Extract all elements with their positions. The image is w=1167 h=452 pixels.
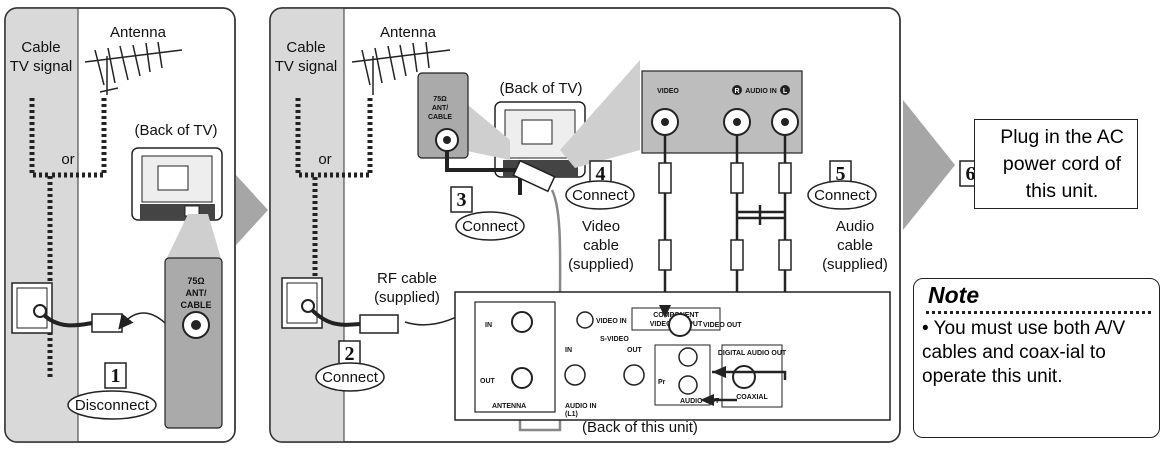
unit-in-label: IN [485,322,492,329]
step-3-number: 3 [457,189,467,211]
note-divider [926,311,1151,314]
step-3-action: Connect [462,218,519,235]
step-4-number: 4 [596,163,606,185]
step-6-text: Plug in the AC power cord of this unit. [1000,126,1124,202]
jack-label-1a: 75Ω [187,276,204,286]
rf-plug-icon [91,313,123,333]
antenna-icon [351,41,451,95]
unit-pr-label: Pr [658,379,666,386]
unit-back-panel: IN OUT ANTENNA VIDEO IN COMPONENT VIDEO … [454,291,891,421]
unit-s-video-label: S-VIDEO [600,336,629,343]
step-2-action: Connect [322,369,379,386]
tv-audio-in-label: AUDIO IN [745,88,777,95]
cable-signal-label-1a: Cable [21,39,60,56]
cable-signal-label-2a: Cable [286,39,325,56]
rf-cable-label-a: RF cable [377,270,437,287]
unit-s-in-label: IN [565,347,572,354]
antenna-icon [84,41,183,95]
note-body: You must use both A/V cables and coax-ia… [922,318,1126,387]
unit-audio-in-label: AUDIO IN [565,403,597,410]
or-label-1: or [61,151,74,168]
step-2-number: 2 [345,343,355,365]
step-4-action: Connect [572,187,629,204]
unit-s-out-label: OUT [627,347,643,354]
wall-socket-icon [281,277,323,329]
audio-cable-label-c: (supplied) [822,256,888,273]
unit-coaxial-label: COAXIAL [736,394,768,401]
step-1-number: 1 [111,365,121,387]
antenna-label-1: Antenna [110,24,167,41]
step-1-action: Disconnect [75,397,150,414]
jack-label-1b: ANT/ [186,288,207,298]
unit-digital-audio-out-label: DIGITAL AUDIO OUT [718,350,787,357]
tv-video-jack-label: VIDEO [657,88,679,95]
step-6-box: Plug in the AC power cord of this unit. [974,119,1138,209]
antenna-label-2: Antenna [380,24,437,41]
cable-signal-label-2b: TV signal [275,58,338,75]
jack-label-2c: CABLE [428,114,452,121]
unit-audio-out-label: AUDIO OUT [680,398,720,405]
tv-l-label: L [783,88,788,95]
or-label-2: or [318,151,331,168]
jack-label-2a: 75Ω [433,96,447,103]
rf-cable-label-b: (supplied) [374,289,440,306]
step-5-number: 5 [836,163,846,185]
arrow-to-panel-2 [236,175,268,245]
tv-av-jacks: VIDEO R AUDIO IN L [641,70,803,154]
note-text: • You must use both A/V cables and coax-… [922,317,1156,389]
arrow-to-step-6 [903,100,955,230]
jack-label-2b: ANT/ [432,105,448,112]
jack-label-1c: CABLE [181,300,212,310]
back-of-tv-label-1: (Back of TV) [134,122,217,139]
unit-video-in-label: VIDEO IN [596,318,627,325]
back-of-unit-label: (Back of this unit) [582,419,698,436]
unit-antenna-label: ANTENNA [492,403,526,410]
audio-cable-label-b: cable [837,237,873,254]
back-of-tv-label-2: (Back of TV) [499,80,582,97]
step-5-action: Connect [814,187,871,204]
note-title: Note [928,282,980,308]
step-6-number: 6 [966,163,976,185]
unit-l1-label: (L1) [565,411,578,418]
note-bullet: • [922,318,929,339]
video-cable-label-c: (supplied) [568,256,634,273]
video-cable-label-a: Video [582,218,620,235]
audio-cable-label-a: Audio [836,218,874,235]
cable-signal-label-1b: TV signal [10,58,73,75]
rf-plug-icon [359,314,399,334]
panel-1: Cable TV signal Antenna or (Back of TV) [4,7,236,443]
unit-out-label: OUT [480,378,496,385]
video-cable-label-b: cable [583,237,619,254]
note-box: Note • You must use both A/V cables and … [913,278,1160,438]
tv-r-label: R [734,88,739,95]
unit-video-out-label: VIDEO OUT [703,322,742,329]
wall-socket-icon [11,282,53,334]
panel-2: Cable TV signal Antenna or 2 Connect [269,7,901,443]
tv-back-icon [131,147,223,221]
